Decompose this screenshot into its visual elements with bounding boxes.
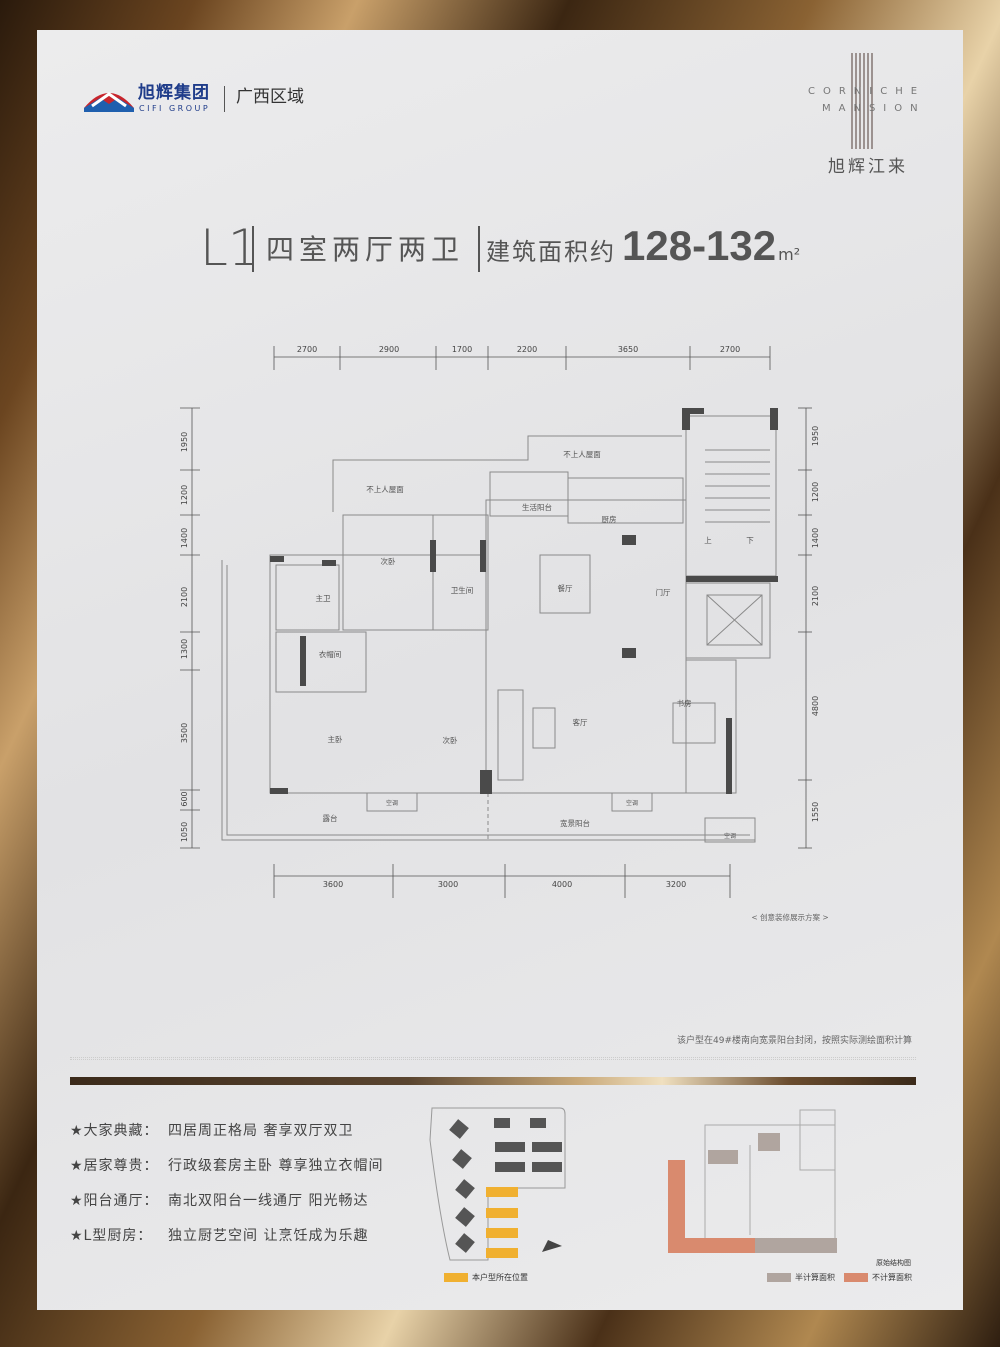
- dim-left: 2100: [180, 587, 189, 607]
- dim-bottom: 3600: [323, 880, 343, 889]
- dim-top: 2700: [720, 345, 740, 354]
- room-label: 主卫: [316, 593, 331, 603]
- brand-mark-icon: [851, 53, 873, 149]
- divider: [252, 226, 254, 272]
- logo-english: CIFI GROUP: [139, 104, 211, 113]
- half-area-label: 半计算面积: [795, 1273, 835, 1282]
- room-label: 书房: [677, 698, 692, 708]
- room-label: 厨房: [602, 514, 617, 524]
- room-label: 衣帽间: [319, 649, 342, 659]
- dim-left: 1200: [180, 485, 189, 505]
- cifi-logo-icon: [84, 92, 134, 112]
- room-label: 次卧: [443, 735, 458, 745]
- ac-label: 空调: [626, 799, 638, 807]
- enclosure-note: 该户型在49#楼南向宽景阳台封闭，按照实际测绘面积计算: [677, 1036, 912, 1046]
- location-legend-swatch: [444, 1273, 468, 1282]
- dim-right: 1950: [811, 426, 820, 446]
- dim-bottom: 3000: [438, 880, 458, 889]
- feature-item: ★大家典藏：四居周正格局 奢享双厅双卫: [70, 1123, 354, 1139]
- dim-top: 2700: [297, 345, 317, 354]
- room-label: 生活阳台: [522, 502, 552, 512]
- dim-left: 600: [180, 791, 189, 806]
- dim-top: 2200: [517, 345, 537, 354]
- highlighted-buildings: [486, 1187, 518, 1258]
- brand-chinese: 旭辉江来: [828, 157, 908, 177]
- dim-left: 1400: [180, 528, 189, 548]
- dim-top: 3650: [618, 345, 638, 354]
- stair-up-label: 上: [704, 536, 712, 545]
- location-legend-label: 本户型所在位置: [472, 1273, 528, 1282]
- room-label: 卫生间: [451, 585, 474, 595]
- structure-title: 原始结构图: [876, 1259, 911, 1267]
- dim-bottom: 4000: [552, 880, 572, 889]
- dim-top: 1700: [452, 345, 472, 354]
- room-label: 客厅: [573, 717, 588, 727]
- building-blocks: [449, 1118, 562, 1253]
- room-label: 门厅: [656, 588, 671, 597]
- divider: [224, 86, 225, 112]
- area-value: 128-132: [622, 222, 777, 269]
- stair-down-label: 下: [746, 536, 754, 545]
- divider: [478, 226, 480, 272]
- room-labels: 不上人屋面 不上人屋面 生活阳台 厨房 次卧 主卫 卫生间 餐厅 门厅 衣帽间 …: [316, 450, 755, 840]
- dim-top: 2900: [379, 345, 399, 354]
- feature-item: ★居家尊贵：行政级套房主卧 尊享独立衣帽间: [70, 1158, 384, 1174]
- room-label: 宽景阳台: [560, 818, 590, 828]
- room-label: 主卧: [328, 734, 343, 744]
- plan-outlines: [221, 415, 777, 843]
- brand-english-2: MANSION: [822, 103, 926, 114]
- dim-right: 1200: [811, 482, 820, 502]
- dim-left: 1300: [180, 639, 189, 659]
- north-arrow-icon: [542, 1240, 562, 1252]
- area-label: 建筑面积约: [486, 238, 616, 266]
- unit-code: L1: [200, 219, 260, 277]
- room-label: 不上人屋面: [563, 450, 601, 459]
- dim-right: 1550: [811, 802, 820, 822]
- no-area-swatch: [844, 1273, 868, 1282]
- dim-right: 1400: [811, 528, 820, 548]
- room-label: 餐厅: [558, 584, 573, 593]
- no-area-label: 不计算面积: [872, 1273, 912, 1282]
- dim-right: 4800: [811, 696, 820, 716]
- ac-label: 空调: [386, 799, 398, 807]
- room-label: 不上人屋面: [366, 485, 404, 494]
- area-group: 128-132 m²: [622, 222, 800, 270]
- original-structure-plan: [668, 1109, 837, 1253]
- unit-layout: 四室两厅两卫: [266, 233, 465, 266]
- region-label: 广西区域: [236, 87, 304, 107]
- dim-right: 2100: [811, 586, 820, 606]
- dim-left: 3500: [180, 723, 189, 743]
- brand-english-1: CORNICHE: [808, 86, 926, 97]
- ac-label: 空调: [724, 832, 736, 840]
- dim-bottom: 3200: [666, 880, 686, 889]
- dimension-lines: [191, 356, 807, 877]
- plan-caption: < 创意装修展示方案 >: [751, 912, 828, 922]
- room-label: 露台: [323, 813, 338, 823]
- logo-chinese: 旭辉集团: [138, 83, 210, 102]
- site-map: [429, 1107, 566, 1261]
- dim-left: 1950: [180, 432, 189, 452]
- feature-item: ★L型厨房：独立厨艺空间 让烹饪成为乐趣: [70, 1228, 369, 1244]
- gold-divider: [70, 1077, 916, 1085]
- disclaimer-fine-print: [70, 1057, 916, 1060]
- dim-left: 1050: [180, 822, 189, 842]
- room-label: 次卧: [381, 556, 396, 566]
- half-area-swatch: [767, 1273, 791, 1282]
- structural-walls: [270, 408, 778, 794]
- area-unit: m²: [778, 245, 801, 264]
- feature-item: ★阳台通厅：南北双阳台一线通厅 阳光畅达: [70, 1193, 369, 1209]
